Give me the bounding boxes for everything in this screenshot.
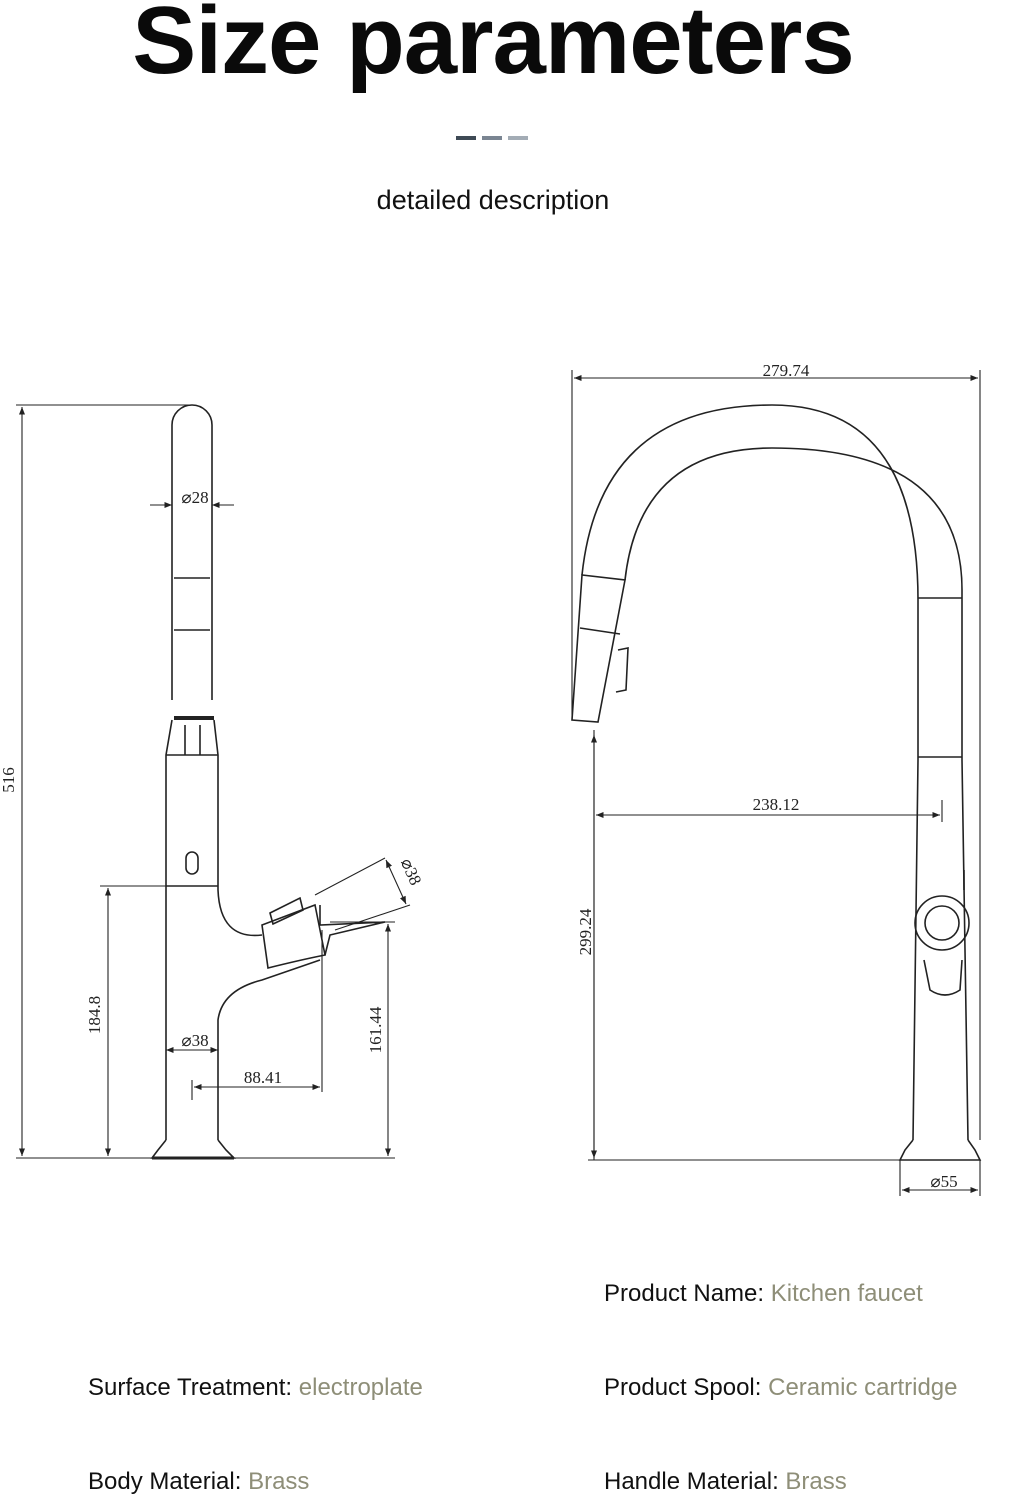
label-body-diameter: ⌀38 [181,1031,208,1050]
front-handle-ring-inner [924,905,960,941]
spec-value: Brass [785,1468,847,1495]
spec-label: Handle Material: [604,1468,779,1495]
front-spray-button [615,647,629,693]
side-sensor-window [185,851,199,875]
label-height-total: 516 [0,767,18,793]
faucet-technical-drawing: 516 ⌀28 184.8 ⌀38 88.41 161.44 ⌀38 [0,361,982,1196]
spec-label: Surface Treatment: [88,1374,293,1401]
front-body-lower [923,959,963,996]
label-spout-reach: 238.12 [753,795,800,814]
front-spray-band [579,627,621,635]
page-title: Size parameters [132,0,854,94]
side-lower-curve [217,959,321,1140]
label-base-diameter: ⌀55 [930,1172,957,1191]
front-view-drawing [571,370,982,1196]
spec-handle-material: Handle Material: Brass [604,1468,847,1496]
side-handle-cap [269,896,304,926]
side-handle-lever [319,905,386,956]
label-spout-diameter: ⌀28 [181,488,208,507]
dim-279-lines [571,370,981,1140]
spec-value: electroplate [298,1374,423,1401]
dim-161-lines [234,921,395,1159]
dim-handle-38-lines [314,857,411,931]
dim-88-lines [191,930,323,1100]
spec-body-material: Body Material: Brass [88,1468,309,1496]
dim-516-lines [16,404,190,1159]
spec-value: Ceramic cartridge [768,1374,958,1401]
front-handle-ring-outer [914,895,970,951]
divider-dash-2 [482,136,502,140]
side-base [150,1139,236,1159]
label-handle-reach: 88.41 [244,1068,282,1087]
spec-product-name: Product Name: Kitchen faucet [604,1280,923,1308]
front-spout-inner [624,447,963,760]
spec-value: Kitchen faucet [770,1280,923,1307]
label-lever-height: 184.8 [85,996,104,1034]
spec-label: Product Spool: [604,1374,762,1401]
front-base [898,1139,982,1161]
spec-product-spool: Product Spool: Ceramic cartridge [604,1374,958,1402]
front-spray-head [571,574,626,723]
label-handle-height: 161.44 [366,1006,385,1053]
divider-dash-1 [456,136,476,140]
spec-value: Brass [248,1468,310,1495]
front-spout-outer [581,404,919,760]
front-body [912,759,969,1141]
spec-surface-treatment: Surface Treatment: electroplate [88,1374,423,1402]
title-divider [456,136,528,140]
page-subtitle: detailed description [376,185,610,215]
side-spout-outline [171,404,213,700]
side-handle-outline [261,903,326,969]
dim-184-lines [100,885,166,1156]
divider-dash-3 [508,136,528,140]
label-total-width: 279.74 [763,361,810,380]
spec-label: Body Material: [88,1468,242,1495]
label-outlet-height: 299.24 [576,908,595,955]
label-handle-diameter: ⌀38 [397,855,425,888]
dim-55-lines [899,1160,981,1196]
dim-299-lines [588,735,900,1161]
spec-label: Product Name: [604,1280,765,1307]
side-view-drawing [16,404,411,1160]
